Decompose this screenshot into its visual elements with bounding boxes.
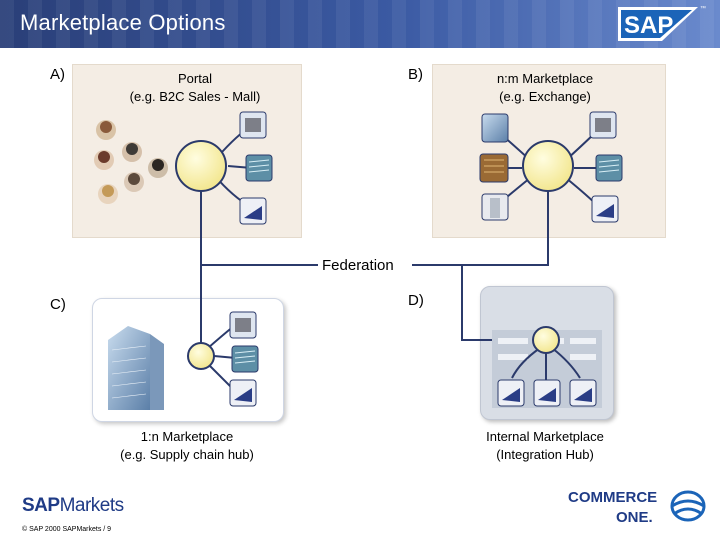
exchange-hub-node [523, 141, 573, 191]
sapmarkets-logo-sap: SAP [22, 495, 60, 516]
portal-hub-node [176, 141, 226, 191]
copyright-text: © SAP 2000 SAPMarkets / 9 [22, 526, 111, 533]
sapmarkets-logo-markets: Markets [60, 495, 124, 516]
commerce-one-logo: COMMERCE ONE. [568, 484, 708, 530]
person-avatar [96, 120, 116, 140]
person-avatar [124, 172, 144, 192]
quadrant-c-tiles [230, 312, 258, 406]
federation-label: Federation [318, 257, 398, 274]
integration-hub-node [533, 327, 559, 353]
person-avatar [148, 158, 168, 178]
commerce-one-line2: ONE. [616, 509, 653, 526]
quadrant-d-tiles [498, 380, 596, 406]
quadrant-c-tower-image [108, 326, 164, 410]
customer-avatars [94, 120, 168, 204]
person-avatar [122, 142, 142, 162]
commerce-one-line1: COMMERCE [568, 489, 657, 506]
sapmarkets-logo: SAPMarkets [22, 495, 124, 517]
person-avatar [98, 184, 118, 204]
globe-icon [672, 492, 704, 520]
supply-hub-node [188, 343, 214, 369]
person-avatar [94, 150, 114, 170]
